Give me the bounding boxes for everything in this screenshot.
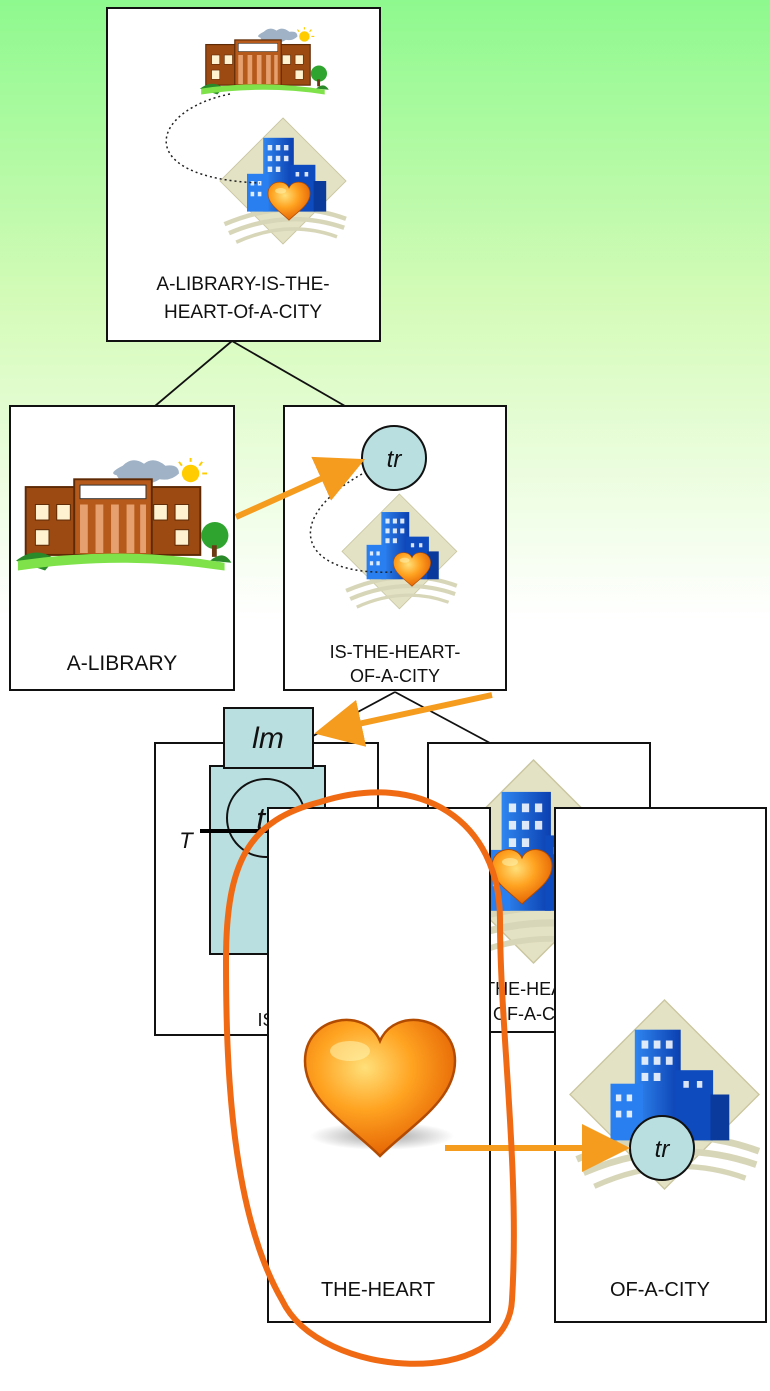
root-label-line2: HEART-Of-A-CITY [164, 302, 322, 323]
node-of-a-city: tr OF-A-CITY [554, 807, 767, 1323]
connector-root-right [231, 340, 346, 407]
node-is-the-heart-of-a-city: tr IS-THE-HEART- OF-A-CITY [283, 405, 507, 691]
trajector-label: tr [387, 446, 403, 473]
arrow-heart-to-landmark [314, 692, 493, 747]
arrow-library-to-trajector [234, 456, 365, 520]
a-library-label: A-LIBRARY [67, 652, 178, 675]
node-a-library: A-LIBRARY [9, 405, 235, 691]
node-root: A-LIBRARY-IS-THE- HEART-Of-A-CITY [106, 7, 381, 342]
node-the-heart: THE-HEART [267, 807, 491, 1323]
trajector-label: tr [655, 1136, 671, 1163]
the-heart-label: THE-HEART [321, 1279, 435, 1301]
dotted-connection-path [165, 93, 261, 184]
landmark-frame [223, 707, 314, 769]
landmark-label: lm [252, 722, 284, 755]
of-a-city-label: OF-A-CITY [610, 1279, 710, 1301]
node-label-line2: OF-A-CITY [350, 666, 440, 686]
connector-mid-right [394, 691, 491, 744]
connector-root-left [154, 340, 233, 407]
trajector-circle [629, 1115, 695, 1181]
root-label-line1: A-LIBRARY-IS-THE- [156, 274, 329, 295]
node-label-line1: IS-THE-HEART- [330, 642, 461, 662]
time-label: T [179, 828, 194, 853]
highlight-loop [222, 789, 517, 1367]
